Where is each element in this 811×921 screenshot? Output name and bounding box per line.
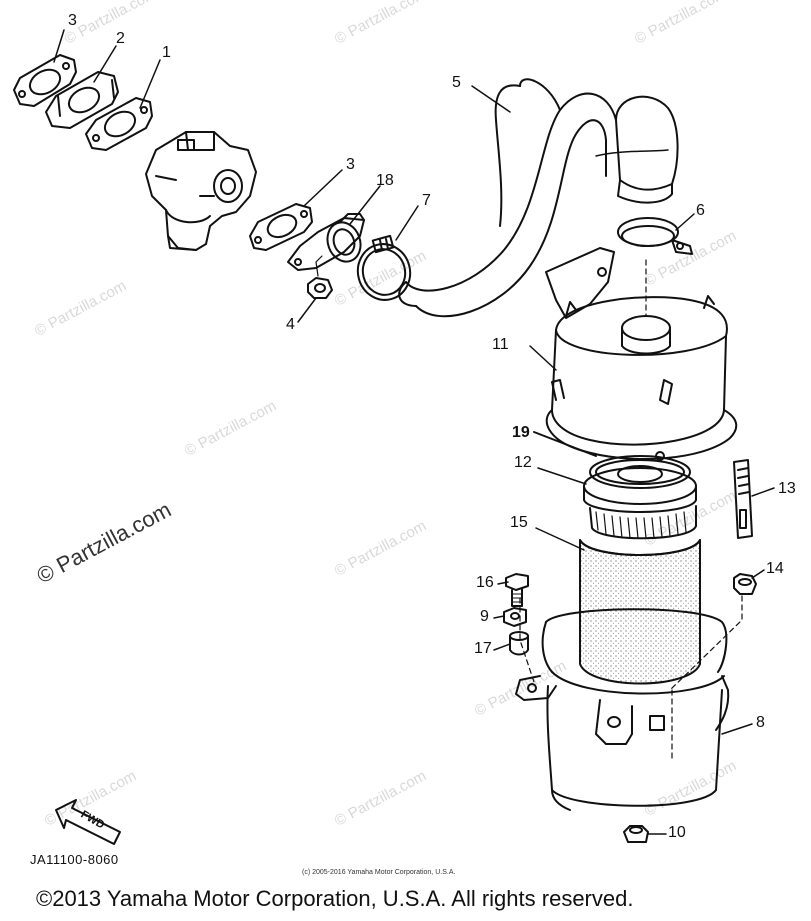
collar-17: [509, 631, 529, 656]
nut-9: [503, 607, 527, 627]
gasket-3-top: [13, 54, 77, 107]
fwd-arrow: [55, 799, 121, 845]
hose-clamp-7: [356, 234, 412, 301]
callout-7: 7: [422, 192, 431, 209]
leader-lines: [53, 29, 775, 835]
callout-13: 13: [778, 480, 796, 497]
bolt-16: [505, 573, 529, 607]
callout-4: 4: [286, 316, 295, 333]
callout-11: 11: [492, 336, 509, 353]
copyright-notice: ©2013 Yamaha Motor Corporation, U.S.A. A…: [36, 886, 634, 911]
nut-4: [307, 255, 333, 299]
air-cleaner-cap-11: [545, 247, 738, 461]
drain-plug-10: [623, 825, 649, 843]
callout-12: 12: [514, 454, 532, 471]
callout-2: 2: [116, 30, 125, 47]
callout-5: 5: [452, 74, 461, 91]
air-cleaner-element-15: [579, 505, 701, 685]
grommet-14: [733, 573, 757, 595]
callout-3-middle: 3: [346, 156, 355, 173]
spacer-2: [45, 71, 119, 129]
gasket-3-middle: [249, 203, 313, 251]
gasket-1: [85, 97, 153, 151]
hose-clamp-6: [617, 217, 693, 255]
clip-13: [733, 459, 753, 539]
carburetor: [145, 131, 257, 251]
callout-6: 6: [696, 202, 705, 219]
assembly-lines: [519, 259, 743, 761]
small-copyright: (c) 2005-2016 Yamaha Motor Corporation, …: [302, 869, 456, 876]
packing-19: [589, 455, 691, 489]
callout-9: 9: [480, 608, 489, 625]
callout-8: 8: [756, 714, 765, 731]
callout-18: 18: [376, 172, 394, 189]
callout-19: 19: [512, 424, 530, 441]
callout-16: 16: [476, 574, 494, 591]
diagram-code: JA11100-8060: [30, 852, 119, 867]
callout-15: 15: [510, 514, 528, 531]
callout-10: 10: [668, 824, 686, 841]
intake-hose-5: [398, 78, 679, 318]
callout-3-top: 3: [68, 12, 77, 29]
callout-17: 17: [474, 640, 492, 657]
carburetor-joint-18: [287, 213, 365, 271]
element-holder-12: [583, 451, 697, 513]
callout-1: 1: [162, 44, 171, 61]
callout-14: 14: [766, 560, 784, 577]
